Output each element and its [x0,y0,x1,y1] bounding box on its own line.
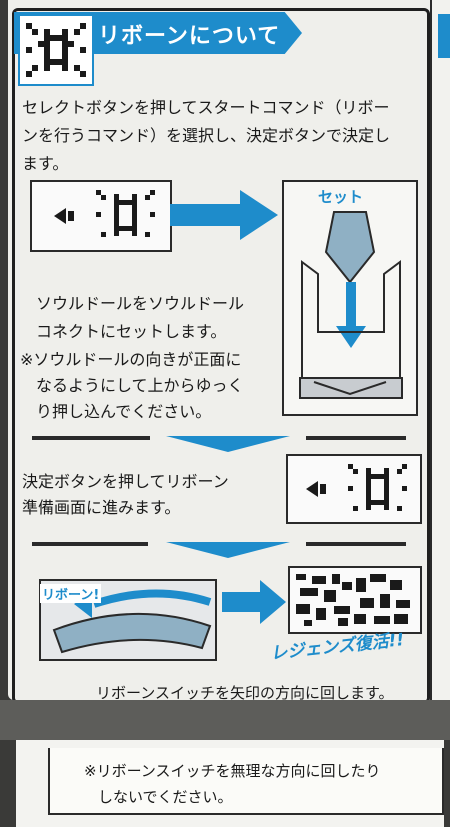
section-title: リボーンについて [98,24,281,49]
soul-text-line-2: コネクトにセットします。 [36,322,227,341]
right-arrow-2 [222,580,286,624]
lcd-screen-legend [288,566,422,634]
note-frame [48,748,444,815]
soul-text-line-5: り押し込んでください。 [36,402,212,421]
soul-doll-connect-illustration [282,180,418,416]
divider-right-1 [306,436,406,440]
intro-text-line-1: セレクトボタンを押してスタートコマンド（リボー [22,98,390,117]
note-line-1: ※リボーンスイッチを無理な方向に回したり [84,762,381,780]
divider-right-2 [306,542,406,546]
set-label: セット [318,188,364,206]
confirm-text-line-1: 決定ボタンを押してリボーン [22,472,229,491]
divider-left-2 [32,542,148,546]
down-arrow-1 [166,436,290,452]
next-column-edge [430,0,450,700]
soul-text-line-1: ソウルドールをソウルドール [36,294,245,313]
note-line-2: しないでください。 [98,788,233,806]
lcd-screen-start [30,180,172,252]
switch-instruction: リボーンスイッチを矢印の方向に回します。 [96,684,394,702]
left-arrow-icon [54,208,66,224]
lcd-screen-ready [286,454,422,524]
intro-text-line-2: ンを行うコマンド）を選択し、決定ボタンで決定し [22,126,391,145]
reborn-label: リボーン! [40,584,102,603]
soul-text-line-3: ※ソウルドールの向きが正面に [20,350,242,369]
confirm-text-line-2: 準備画面に進みます。 [22,498,181,517]
intro-text-line-3: ます。 [22,154,69,173]
shelf-edge [0,700,450,740]
right-arrow-1 [170,190,278,240]
soul-text-line-4: なるようにして上からゆっく [36,376,244,395]
down-arrow-2 [166,542,290,558]
left-arrow-icon [306,481,318,497]
reborn-pixel-icon [18,14,94,86]
reborn-switch-illustration [39,579,217,661]
next-header-tab [438,14,450,58]
divider-left-1 [32,436,150,440]
